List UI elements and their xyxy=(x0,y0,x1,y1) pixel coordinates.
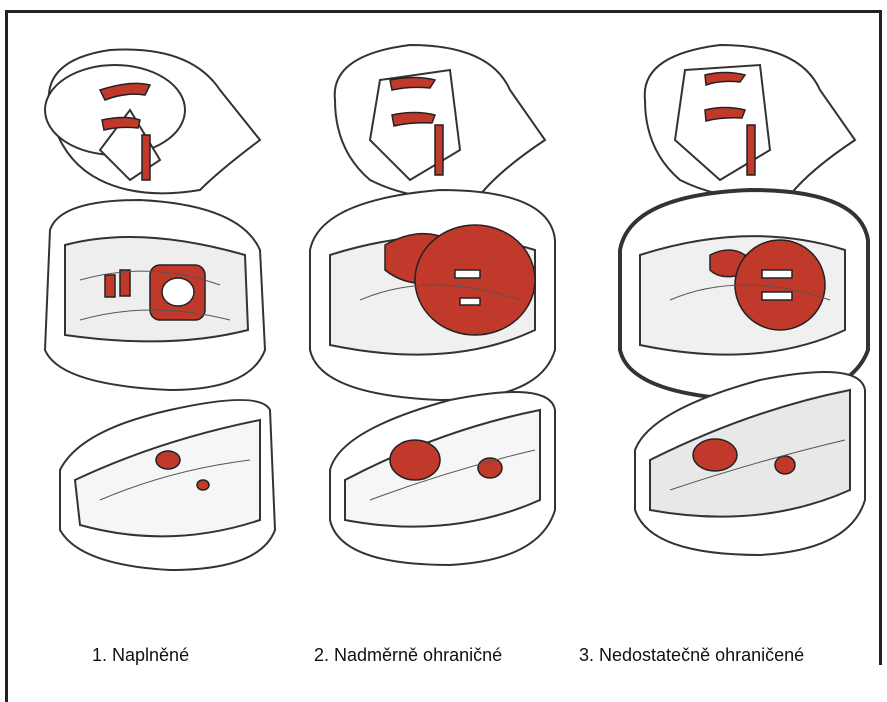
illustration-over-bounded xyxy=(300,30,570,600)
caption-1: 1. Naplněné xyxy=(92,645,189,666)
frame-border-top xyxy=(5,10,882,13)
illustration-filled xyxy=(20,30,290,600)
caption-3: 3. Nedostatečně ohraničené xyxy=(579,645,804,666)
caption-2: 2. Nadměrně ohraničné xyxy=(314,645,502,666)
illustration-under-bounded xyxy=(610,30,880,600)
frame-border-left xyxy=(5,10,8,702)
